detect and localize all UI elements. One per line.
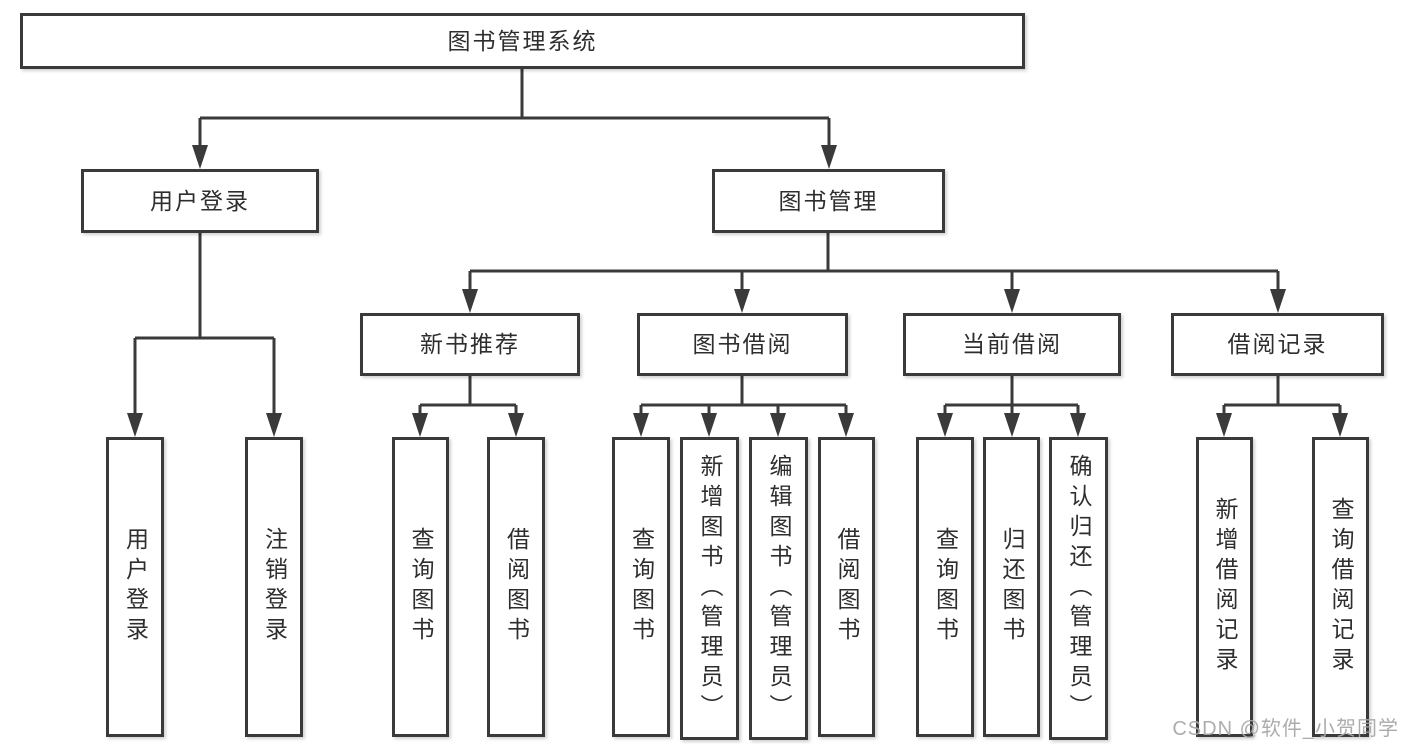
node-leaf-edit-book-admin-label: 编辑图书（管理员） bbox=[766, 453, 792, 724]
node-leaf-query-book-borrow-label: 查询图书 bbox=[628, 527, 655, 647]
node-leaf-add-borrow-record: 新增借阅记录 bbox=[1196, 437, 1253, 737]
arrowheads bbox=[127, 145, 1348, 437]
node-leaf-confirm-return-admin-label: 确认归还（管理员） bbox=[1066, 453, 1092, 724]
node-leaf-borrow-book-recommend-label: 借阅图书 bbox=[503, 527, 530, 647]
node-new-book-recommend-label: 新书推荐 bbox=[420, 331, 520, 357]
csdn-watermark: CSDN @软件_小贺同学 bbox=[1172, 718, 1399, 740]
node-root: 图书管理系统 bbox=[20, 13, 1025, 69]
node-leaf-return-book: 归还图书 bbox=[983, 437, 1040, 737]
node-leaf-borrow-book-label: 借阅图书 bbox=[834, 527, 860, 647]
node-leaf-add-book-admin-label: 新增图书（管理员） bbox=[697, 453, 723, 724]
node-book-management: 图书管理 bbox=[712, 169, 945, 233]
node-new-book-recommend: 新书推荐 bbox=[360, 313, 580, 376]
node-leaf-borrow-book: 借阅图书 bbox=[818, 437, 875, 737]
node-root-label: 图书管理系统 bbox=[447, 27, 598, 54]
node-leaf-logout-label: 注销登录 bbox=[261, 527, 288, 647]
node-book-borrowing-label: 图书借阅 bbox=[692, 331, 793, 357]
node-user-login-group-label: 用户登录 bbox=[150, 187, 250, 214]
node-leaf-confirm-return-admin: 确认归还（管理员） bbox=[1049, 437, 1108, 740]
node-current-borrowing-label: 当前借阅 bbox=[962, 331, 1062, 357]
node-leaf-add-book-admin: 新增图书（管理员） bbox=[680, 437, 739, 740]
connector-stems bbox=[133, 69, 1342, 416]
node-leaf-user-login-label: 用户登录 bbox=[122, 527, 149, 647]
node-book-management-label: 图书管理 bbox=[778, 187, 879, 214]
node-leaf-edit-book-admin: 编辑图书（管理员） bbox=[749, 437, 808, 740]
node-current-borrowing: 当前借阅 bbox=[903, 313, 1121, 376]
node-leaf-query-book-current-label: 查询图书 bbox=[932, 527, 959, 647]
node-user-login-group: 用户登录 bbox=[81, 169, 319, 233]
node-book-borrowing: 图书借阅 bbox=[637, 313, 848, 376]
node-leaf-add-borrow-record-label: 新增借阅记录 bbox=[1212, 497, 1238, 677]
node-leaf-borrow-book-recommend: 借阅图书 bbox=[487, 437, 545, 737]
node-leaf-query-book-current: 查询图书 bbox=[916, 437, 974, 737]
node-leaf-query-book-recommend-label: 查询图书 bbox=[408, 527, 434, 647]
node-borrowing-records-label: 借阅记录 bbox=[1227, 331, 1328, 357]
node-borrowing-records: 借阅记录 bbox=[1171, 313, 1384, 376]
node-leaf-query-borrow-record: 查询借阅记录 bbox=[1312, 437, 1369, 737]
node-leaf-query-book-recommend: 查询图书 bbox=[392, 437, 449, 737]
node-leaf-query-book-borrow: 查询图书 bbox=[612, 437, 670, 737]
node-leaf-query-borrow-record-label: 查询借阅记录 bbox=[1328, 497, 1354, 677]
node-leaf-return-book-label: 归还图书 bbox=[999, 527, 1025, 647]
node-leaf-logout: 注销登录 bbox=[245, 437, 303, 737]
node-leaf-user-login: 用户登录 bbox=[106, 437, 164, 737]
